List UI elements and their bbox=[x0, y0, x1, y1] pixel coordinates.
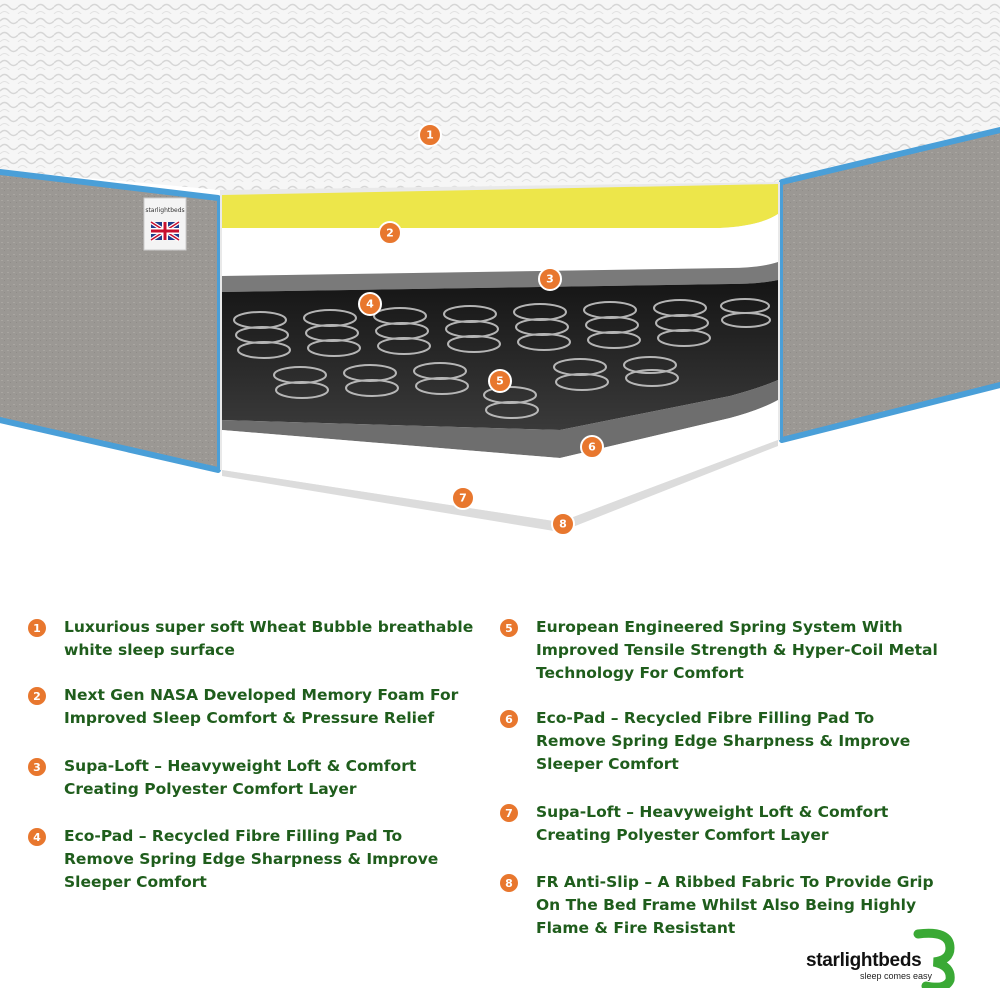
loft-layer-bottom bbox=[222, 400, 778, 522]
legend-number-1: 1 bbox=[28, 619, 46, 637]
legend-text-3: Supa-Loft – Heavyweight Loft & Comfort C… bbox=[64, 757, 417, 798]
legend-item-5: 5 European Engineered Spring System With… bbox=[500, 616, 956, 685]
legend-text-2: Next Gen NASA Developed Memory Foam For … bbox=[64, 686, 459, 727]
svg-text:7: 7 bbox=[459, 492, 467, 505]
brand-name: starlightbeds bbox=[806, 950, 922, 971]
uk-flag-icon bbox=[149, 220, 181, 242]
marker-8: 8 bbox=[551, 512, 575, 536]
svg-text:5: 5 bbox=[496, 375, 504, 388]
legend-item-2: 2 Next Gen NASA Developed Memory Foam Fo… bbox=[28, 684, 484, 730]
loft-layer-top bbox=[222, 214, 778, 276]
svg-text:8: 8 bbox=[559, 518, 567, 531]
marker-6: 6 bbox=[580, 435, 604, 459]
svg-text:2: 2 bbox=[386, 227, 394, 240]
svg-text:4: 4 bbox=[366, 298, 374, 311]
brand-tagline: sleep comes easy bbox=[860, 971, 933, 981]
legend-number-4: 4 bbox=[28, 828, 46, 846]
legend-text-7: Supa-Loft – Heavyweight Loft & Comfort C… bbox=[536, 803, 889, 844]
legend-text-1: Luxurious super soft Wheat Bubble breath… bbox=[64, 618, 474, 659]
legend-text-6: Eco-Pad – Recycled Fibre Filling Pad To … bbox=[536, 709, 911, 773]
legend-number-7: 7 bbox=[500, 804, 518, 822]
label-tag-text: starlightbeds bbox=[145, 207, 184, 214]
legend-number-5: 5 bbox=[500, 619, 518, 637]
svg-text:1: 1 bbox=[426, 129, 434, 142]
legend-item-3: 3 Supa-Loft – Heavyweight Loft & Comfort… bbox=[28, 755, 484, 801]
eco-pad-bottom bbox=[222, 380, 778, 458]
marker-1: 1 bbox=[418, 123, 442, 147]
brand-logo: starlightbeds sleep comes easy bbox=[800, 928, 970, 988]
legend-text-5: European Engineered Spring System With I… bbox=[536, 618, 938, 682]
legend-text-4: Eco-Pad – Recycled Fibre Filling Pad To … bbox=[64, 827, 439, 891]
svg-text:3: 3 bbox=[546, 273, 554, 286]
legend-item-6: 6 Eco-Pad – Recycled Fibre Filling Pad T… bbox=[500, 707, 956, 776]
eco-pad-top bbox=[222, 262, 778, 292]
spring-system bbox=[222, 280, 778, 430]
marker-7: 7 bbox=[451, 486, 475, 510]
legend-number-8: 8 bbox=[500, 874, 518, 892]
legend-number-3: 3 bbox=[28, 758, 46, 776]
legend-item-4: 4 Eco-Pad – Recycled Fibre Filling Pad T… bbox=[28, 825, 484, 894]
legend-item-1: 1 Luxurious super soft Wheat Bubble brea… bbox=[28, 616, 484, 662]
quilted-top-surface bbox=[0, 0, 1000, 190]
anti-slip-base bbox=[222, 440, 778, 532]
right-side-panel bbox=[780, 130, 1000, 440]
marker-4: 4 bbox=[358, 292, 382, 316]
legend-number-2: 2 bbox=[28, 687, 46, 705]
legend-item-8: 8 FR Anti-Slip – A Ribbed Fabric To Prov… bbox=[500, 871, 956, 940]
marker-5: 5 bbox=[488, 369, 512, 393]
legend-text-8: FR Anti-Slip – A Ribbed Fabric To Provid… bbox=[536, 873, 934, 937]
marker-3: 3 bbox=[538, 267, 562, 291]
legend-item-7: 7 Supa-Loft – Heavyweight Loft & Comfort… bbox=[500, 801, 956, 847]
brand-label-tag: starlightbeds bbox=[143, 197, 187, 251]
mattress-cross-section-illustration: starlightbeds bbox=[0, 0, 1000, 536]
memory-foam-layer bbox=[222, 184, 778, 228]
marker-2: 2 bbox=[378, 221, 402, 245]
legend-number-6: 6 bbox=[500, 710, 518, 728]
svg-text:6: 6 bbox=[588, 441, 596, 454]
brand-swoosh-icon bbox=[913, 928, 955, 988]
